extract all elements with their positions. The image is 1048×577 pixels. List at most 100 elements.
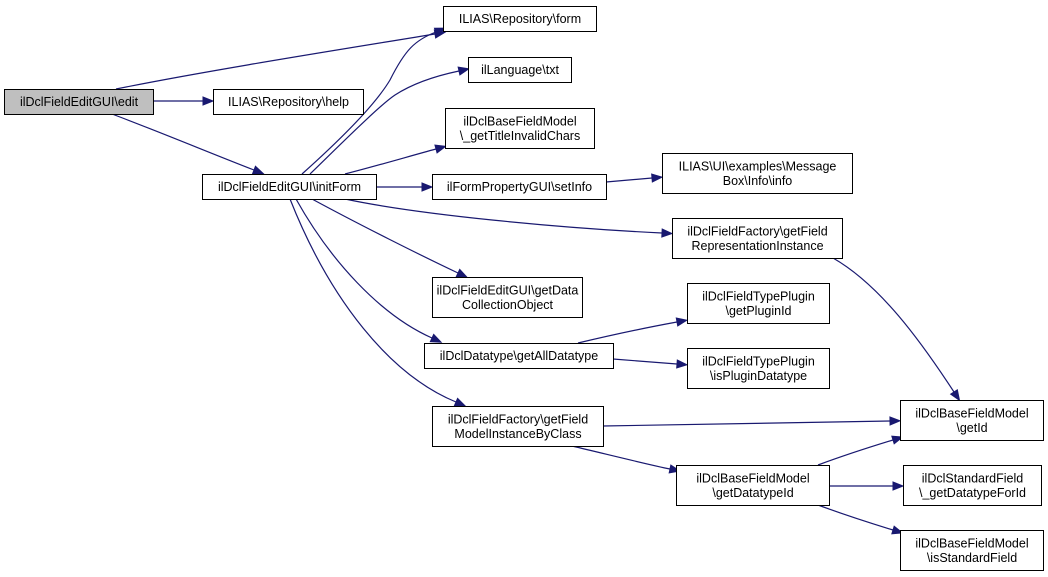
node-getId[interactable]: ilDclBaseFieldModel\getId — [900, 400, 1044, 441]
edge-initForm-to-form — [301, 27, 447, 175]
edge-line — [309, 70, 460, 175]
node-label: CollectionObject — [462, 298, 554, 312]
arrowhead-icon — [949, 388, 961, 402]
node-getTitleInvalidChars[interactable]: ilDclBaseFieldModel\_getTitleInvalidChar… — [445, 108, 595, 149]
arrowhead-icon — [457, 66, 471, 76]
edge-edit-to-form — [115, 29, 447, 90]
node-label: ilLanguage\txt — [481, 63, 559, 77]
edge-edit-to-help — [153, 96, 215, 106]
arrowhead-icon — [434, 144, 447, 154]
node-box[interactable] — [445, 108, 595, 149]
edge-initForm-to-getFieldModelInstanceByClass — [289, 198, 467, 407]
arrowhead-icon — [889, 416, 902, 426]
node-box[interactable] — [468, 57, 572, 83]
edge-getFieldModelInstanceByClass-to-getId — [602, 416, 902, 427]
node-getFieldRepresentationInstance[interactable]: ilDclFieldFactory\getFieldRepresentation… — [672, 218, 843, 259]
node-label: ilDclBaseFieldModel — [696, 471, 809, 485]
node-box[interactable] — [432, 406, 604, 447]
edge-line — [577, 321, 678, 344]
arrowhead-icon — [676, 359, 689, 369]
node-box[interactable] — [213, 89, 364, 115]
node-getAllDatatype[interactable]: ilDclDatatype\getAllDatatype — [424, 343, 614, 369]
node-label: \_getDatatypeForId — [919, 486, 1026, 500]
node-isStandardField[interactable]: ilDclBaseFieldModel\isStandardField — [900, 530, 1044, 571]
edge-initForm-to-getTitleInvalidChars — [344, 144, 447, 175]
edge-line — [289, 198, 457, 403]
edge-line — [295, 198, 433, 339]
edge-line — [817, 439, 894, 466]
node-label: ilDclDatatype\getAllDatatype — [440, 349, 598, 363]
node-box[interactable] — [672, 218, 843, 259]
node-setInfo[interactable]: ilFormPropertyGUI\setInfo — [432, 174, 607, 200]
node-label: ilDclFieldEditGUI\getData — [437, 283, 579, 297]
edge-line — [344, 198, 663, 234]
node-getDatatypeForId[interactable]: ilDclStandardField\_getDatatypeForId — [903, 465, 1042, 506]
node-box[interactable] — [424, 343, 614, 369]
edge-getDatatypeId-to-isStandardField — [817, 504, 904, 535]
edge-getFieldRepresentationInstance-to-getId — [832, 257, 961, 402]
node-box[interactable] — [687, 283, 830, 324]
node-label: ilFormPropertyGUI\setInfo — [447, 180, 592, 194]
node-initForm[interactable]: ilDclFieldEditGUI\initForm — [202, 174, 377, 200]
edge-line — [817, 504, 894, 531]
node-txt[interactable]: ilLanguage\txt — [468, 57, 572, 83]
edges-layer — [111, 27, 961, 535]
edge-initForm-to-getFieldRepresentationInstance — [344, 198, 674, 238]
node-label: \isStandardField — [927, 551, 1017, 565]
node-getDatatypeId[interactable]: ilDclBaseFieldModel\getDatatypeId — [676, 465, 830, 506]
node-getPluginId[interactable]: ilDclFieldTypePlugin\getPluginId — [687, 283, 830, 324]
node-box[interactable] — [202, 174, 377, 200]
arrowhead-icon — [891, 525, 904, 535]
node-box[interactable] — [900, 530, 1044, 571]
arrowhead-icon — [661, 228, 674, 238]
node-label: ILIAS\Repository\form — [459, 12, 581, 26]
node-getFieldModelInstanceByClass[interactable]: ilDclFieldFactory\getFieldModelInstanceB… — [432, 406, 604, 447]
node-label: \isPluginDatatype — [710, 369, 807, 383]
node-edit[interactable]: ilDclFieldEditGUI\edit — [4, 89, 154, 115]
node-getDataCollectionObject[interactable]: ilDclFieldEditGUI\getDataCollectionObjec… — [432, 277, 583, 318]
edge-line — [311, 198, 459, 274]
node-box[interactable] — [432, 277, 583, 318]
node-box[interactable] — [687, 348, 830, 389]
arrowhead-icon — [675, 317, 689, 327]
edge-initForm-to-getAllDatatype — [295, 198, 443, 343]
node-box[interactable] — [903, 465, 1042, 506]
arrowhead-icon — [251, 165, 265, 175]
node-label: ilDclFieldEditGUI\initForm — [218, 180, 361, 194]
edge-initForm-to-setInfo — [376, 182, 434, 192]
node-box[interactable] — [4, 89, 154, 115]
node-box[interactable] — [900, 400, 1044, 441]
node-label: \_getTitleInvalidChars — [460, 129, 580, 143]
edge-line — [571, 445, 671, 470]
node-isPluginDatatype[interactable]: ilDclFieldTypePlugin\isPluginDatatype — [687, 348, 830, 389]
edge-line — [344, 148, 437, 175]
node-label: ILIAS\Repository\help — [228, 95, 349, 109]
node-box[interactable] — [662, 153, 853, 194]
arrowhead-icon — [202, 96, 215, 106]
node-label: \getDatatypeId — [712, 486, 793, 500]
edge-initForm-to-getDataCollectionObject — [311, 198, 469, 278]
edge-line — [301, 31, 437, 175]
edge-line — [602, 420, 891, 427]
edge-line — [612, 358, 678, 365]
edge-getAllDatatype-to-isPluginDatatype — [612, 358, 689, 369]
arrowhead-icon — [453, 397, 467, 407]
edge-getAllDatatype-to-getPluginId — [577, 317, 689, 344]
edge-getDatatypeId-to-getId — [817, 435, 904, 466]
node-help[interactable]: ILIAS\Repository\help — [213, 89, 364, 115]
node-label: ilDclStandardField — [922, 471, 1023, 485]
edge-edit-to-initForm — [111, 113, 265, 175]
arrowhead-icon — [421, 182, 434, 192]
node-box[interactable] — [676, 465, 830, 506]
node-label: \getPluginId — [725, 304, 791, 318]
arrowhead-icon — [651, 173, 664, 183]
node-label: ilDclFieldTypePlugin — [702, 354, 815, 368]
node-box[interactable] — [443, 6, 597, 32]
node-label: ilDclBaseFieldModel — [463, 114, 576, 128]
node-form[interactable]: ILIAS\Repository\form — [443, 6, 597, 32]
node-box[interactable] — [432, 174, 607, 200]
arrowhead-icon — [891, 435, 904, 445]
arrowhead-icon — [892, 481, 905, 491]
